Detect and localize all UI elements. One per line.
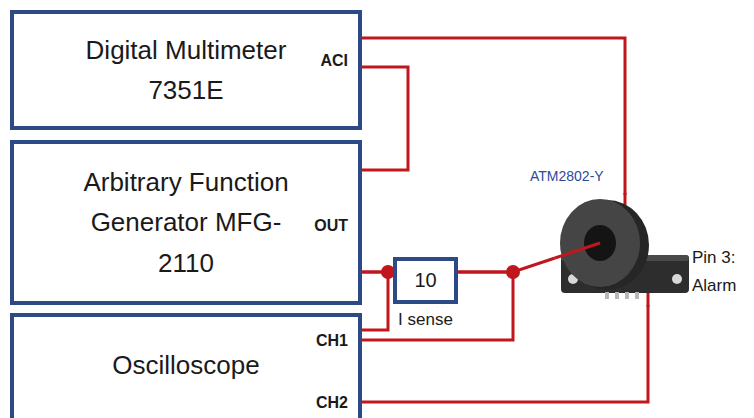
wire [362,67,408,170]
mount-hole [672,274,682,284]
junction-dot [506,265,520,279]
sensor-illustration [555,195,695,305]
port-label: CH2 [316,393,348,412]
box-title: Arbitrary Function Generator MFG-2110 [71,162,301,283]
wire [362,38,625,195]
sensor-pin [635,292,639,299]
instrument-box: Arbitrary Function Generator MFG-2110 OUT [10,140,362,305]
wire [362,305,648,402]
port-label: OUT [314,216,348,235]
part-name: ATM2802-Y [530,168,604,185]
sensor-pin [625,292,629,299]
sensor-pin [605,292,609,299]
port-label: CH1 [316,331,348,350]
wire [555,243,600,258]
instrument-box: Digital Multimeter 7351E ACI [10,10,362,130]
instrument-box: OscilloscopeCH1CH2 [10,313,362,418]
pin-label: Pin 3: Alarm [692,244,746,300]
current-sensor: ATM2802-Y [555,195,695,305]
sensor-pin [615,292,619,299]
box-title: Digital Multimeter 7351E [71,30,301,111]
port-label: ACI [320,51,348,70]
box-title: 10 [414,265,436,296]
box-title: Oscilloscope [36,345,336,385]
wire [362,272,388,330]
resistor-label: I sense [398,310,453,330]
resistor-box: 10I sense [393,257,458,304]
wire [647,291,650,307]
